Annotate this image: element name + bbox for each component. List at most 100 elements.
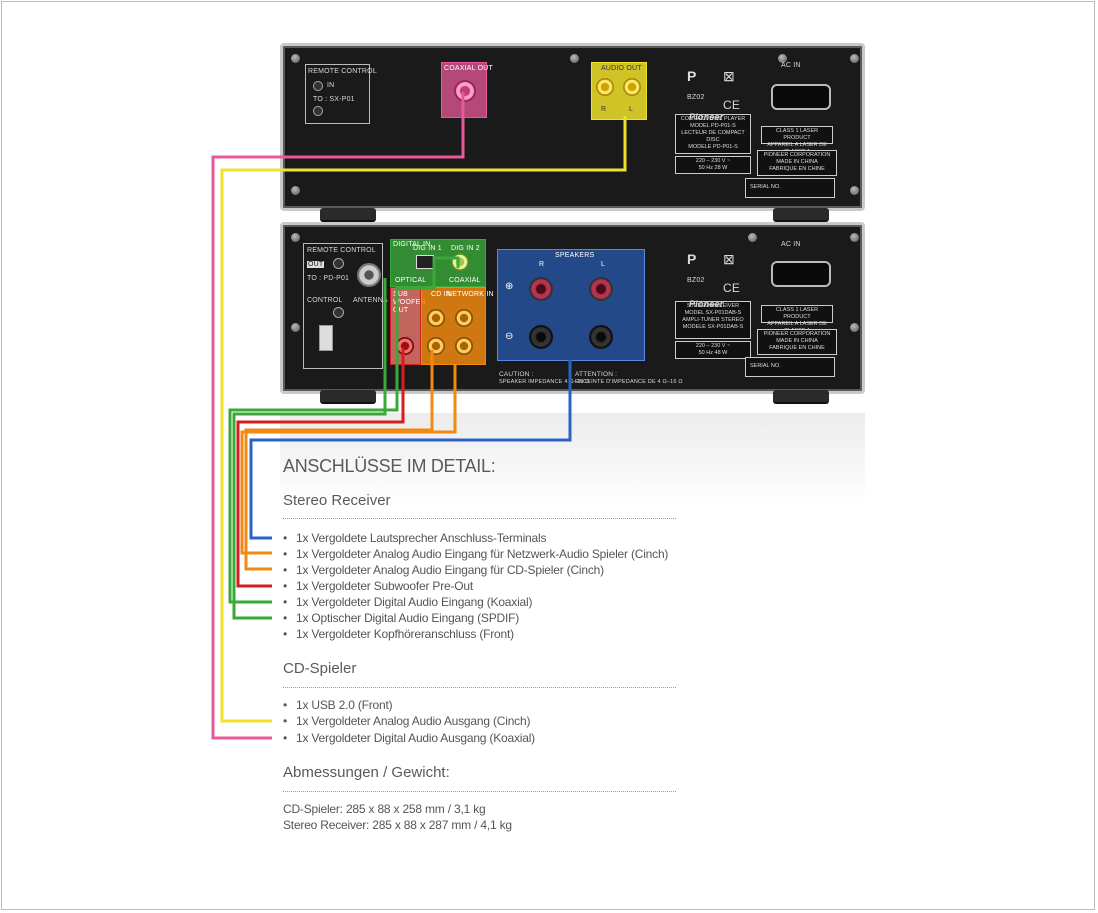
divider [283, 791, 676, 792]
receiver-list-item: •1x Vergoldeter Subwoofer Pre-Out [283, 579, 474, 593]
control-section [303, 243, 383, 369]
serial-plate: SERIAL NO. [745, 178, 835, 198]
caution-text: SPEAKER IMPEDANCE 4 Ω–16 Ω [499, 379, 590, 385]
page-heading: ANSCHLÜSSE IM DETAIL: [283, 456, 496, 476]
usb-port[interactable] [319, 325, 333, 351]
model-plate: STEREO RECEIVER MODEL SX-P01DAB-S AMPLI-… [675, 301, 751, 339]
in-label: IN [327, 82, 335, 89]
bz-label: BZ02 [687, 277, 705, 284]
ac-in-label: AC IN [781, 241, 801, 248]
screw [850, 54, 859, 63]
antenna-connector[interactable] [357, 263, 381, 287]
control-label: CONTROL [307, 297, 343, 304]
receiver-list-item: •1x Vergoldeter Analog Audio Eingang für… [283, 563, 604, 577]
screw [850, 323, 859, 332]
screw [748, 233, 757, 242]
ac-in-label: AC IN [781, 62, 801, 69]
brand-logo: Pioneer [689, 299, 724, 309]
digital-in-highlight [390, 239, 486, 287]
attention-text: ENCEINTE D'IMPEDANCE DE 4 Ω–16 Ω [575, 379, 683, 385]
device-foot [320, 390, 376, 404]
dig-in-1-label: DIG IN 1 [413, 245, 442, 252]
corporation-plate: PIONEER CORPORATION MADE IN CHINA FABRIQ… [757, 329, 837, 355]
remote-out-jack[interactable] [333, 258, 344, 269]
divider [283, 518, 676, 519]
out-label: OUT [307, 261, 325, 268]
attention-label: ATTENTION : [575, 371, 618, 378]
speaker-l-plus-terminal[interactable] [589, 277, 613, 301]
optical-label: OPTICAL [395, 277, 427, 284]
wire-green-optical [232, 278, 387, 620]
wire-orange-cd [244, 350, 434, 571]
remote-control-label: REMOTE CONTROL [308, 68, 377, 75]
divider [283, 687, 676, 688]
receiver-list-item: •1x Vergoldeter Digital Audio Eingang (K… [283, 595, 533, 609]
remote-control-section [305, 64, 370, 124]
weee-bin-icon: ⊠ [723, 251, 735, 267]
weee-bin-icon: ⊠ [723, 68, 735, 84]
r-label: R [601, 106, 607, 113]
l-label: L [629, 106, 634, 113]
ce-mark-icon: CE [723, 98, 741, 112]
coaxial-out-label: COAXIAL OUT [444, 65, 494, 72]
speakers-label: SPEAKERS [555, 252, 595, 259]
sub-woofer-out-label: SUB WOOFER OUT [393, 291, 426, 314]
control-jack[interactable] [333, 307, 344, 318]
wire-pink-coaxial [211, 92, 465, 740]
speaker-r-plus-terminal[interactable] [529, 277, 553, 301]
brand-logo: Pioneer [689, 112, 724, 122]
screw [850, 186, 859, 195]
receiver-list-item: •1x Vergoldeter Analog Audio Eingang für… [283, 547, 669, 561]
cd-section-title: CD-Spieler [283, 660, 357, 677]
cd-player-rear-panel: REMOTE CONTROL IN TO : SX-P01 COAXIAL OU… [280, 43, 865, 211]
ac-in-socket[interactable] [771, 261, 831, 287]
network-in-label: NETWORK IN [447, 291, 494, 298]
subwoofer-out-jack[interactable] [396, 337, 414, 355]
gost-mark-icon: P [687, 68, 697, 84]
device-foot [320, 208, 376, 222]
audio-out-l-jack[interactable] [623, 78, 641, 96]
device-reflection [280, 413, 865, 503]
receiver-list-item: •1x Vergoldeter Kopfhöreranschluss (Fron… [283, 627, 514, 641]
digital-in-label: DIGITAL IN [393, 241, 431, 248]
remote-in-jack[interactable] [313, 81, 323, 91]
receiver-list-item: •1x Optischer Digital Audio Eingang (SPD… [283, 611, 520, 625]
cd-list-item: •1x Vergoldeter Digital Audio Ausgang (K… [283, 731, 535, 745]
wire-green-coaxial [228, 256, 460, 604]
corporation-plate: PIONEER CORPORATION MADE IN CHINA FABRIQ… [757, 150, 837, 176]
wire-red-subwoofer [236, 348, 405, 588]
screw [291, 323, 300, 332]
cd-list-item: •1x USB 2.0 (Front) [283, 698, 393, 712]
coaxial-label: COAXIAL [449, 277, 481, 284]
screw [291, 186, 300, 195]
remote-control-label: REMOTE CONTROL [307, 247, 376, 254]
network-in-l-jack[interactable] [455, 309, 473, 327]
dimension-cd: CD-Spieler: 285 x 88 x 258 mm / 3,1 kg [283, 802, 486, 816]
serial-plate: SERIAL NO. [745, 357, 835, 377]
network-in-r-jack[interactable] [455, 337, 473, 355]
audio-out-label: AUDIO OUT [601, 65, 642, 72]
speaker-r-minus-terminal[interactable] [529, 325, 553, 349]
cd-list-item: •1x Vergoldeter Analog Audio Ausgang (Ci… [283, 714, 531, 728]
speaker-l-minus-terminal[interactable] [589, 325, 613, 349]
coaxial-out-jack[interactable] [454, 80, 476, 102]
voltage-plate: 220 – 230 V ~ 50 Hz 48 W [675, 341, 751, 359]
cd-in-l-jack[interactable] [427, 309, 445, 327]
dimension-receiver: Stereo Receiver: 285 x 88 x 287 mm / 4,1… [283, 818, 512, 832]
model-plate: COMPACT DISC PLAYER MODEL PD-P01-S LECTE… [675, 114, 751, 154]
receiver-rear-panel: REMOTE CONTROL OUT TO : PD-P01 CONTROL A… [280, 222, 865, 394]
ce-mark-icon: CE [723, 281, 741, 295]
receiver-section-title: Stereo Receiver [283, 492, 391, 509]
to-label: TO : SX-P01 [313, 96, 355, 103]
plus-icon: ⊕ [505, 281, 514, 292]
device-foot [773, 390, 829, 404]
screw [850, 233, 859, 242]
audio-out-r-jack[interactable] [596, 78, 614, 96]
remote-jack[interactable] [313, 106, 323, 116]
screw [291, 54, 300, 63]
ac-in-socket[interactable] [771, 84, 831, 110]
speaker-r-label: R [539, 261, 545, 268]
wire-orange-network [240, 365, 457, 555]
